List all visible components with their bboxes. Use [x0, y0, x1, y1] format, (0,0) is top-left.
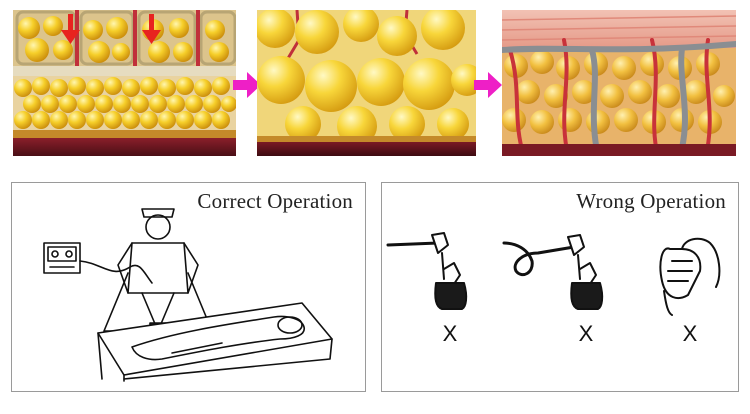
wrong-mark-2: X: [579, 321, 594, 346]
next-step-arrow-icon: [474, 72, 502, 98]
correct-operation-drawing: [43, 208, 333, 382]
correct-operation-panel: Correct Operation: [11, 182, 366, 392]
wrong-mark-1: X: [443, 321, 458, 346]
wrong-mark-3: X: [683, 321, 698, 346]
wrong-operation-panel: Wrong Operation X X X: [381, 182, 739, 392]
next-step-arrow-icon: [233, 72, 261, 98]
correct-operation-title: Correct Operation: [197, 189, 353, 213]
fat-tissue-compressed-illustration: [13, 10, 236, 156]
fat-tissue-vessels-illustration: [502, 10, 736, 156]
wrong-operation-drawing: X X X: [386, 232, 721, 346]
wrong-operation-title: Wrong Operation: [576, 189, 726, 213]
pressure-arrow-icon: [61, 14, 161, 44]
fat-tissue-expanded-illustration: [257, 10, 476, 156]
